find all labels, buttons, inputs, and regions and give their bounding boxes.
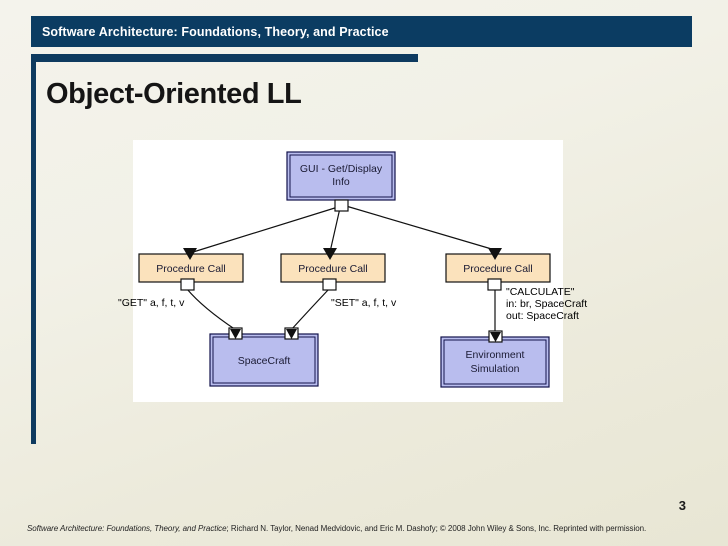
header-accent-bar: [31, 54, 418, 62]
credit-rest: ; Richard N. Taylor, Nenad Medvidovic, a…: [226, 524, 647, 533]
slide-header-bar: Software Architecture: Foundations, Theo…: [31, 16, 692, 47]
diagram-canvas: [133, 140, 563, 402]
credit-title: Software Architecture: Foundations, Theo…: [27, 524, 227, 533]
page-title: Object-Oriented LL: [46, 78, 302, 110]
slide-header-title: Software Architecture: Foundations, Theo…: [42, 24, 389, 39]
left-accent-rule: [31, 54, 36, 444]
page-number: 3: [678, 498, 686, 513]
credit-line: Software Architecture: Foundations, Theo…: [27, 524, 646, 533]
